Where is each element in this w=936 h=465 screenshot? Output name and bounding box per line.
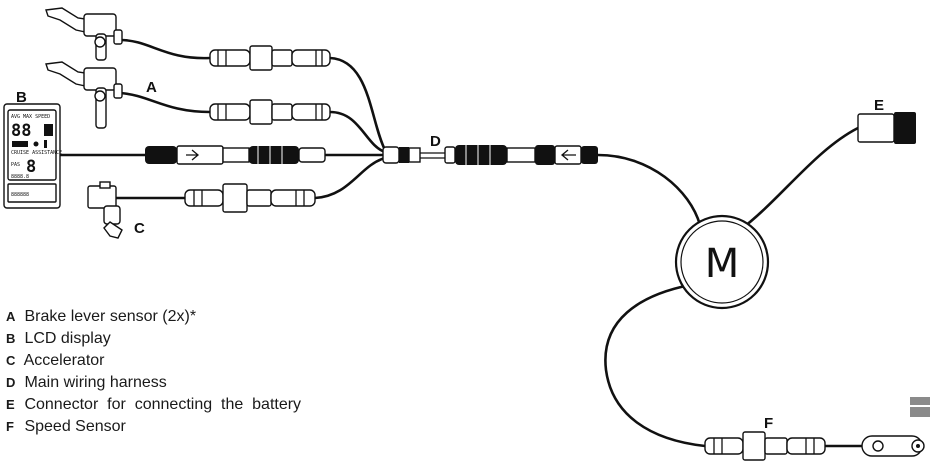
wire-brake-2-hub [328,110,387,154]
legend-text: Brake lever sensor (2x)* [24,308,197,325]
legend-key: B [6,331,16,346]
marker-c: C [134,220,145,237]
legend-item-d: D Main wiring harness [6,372,301,394]
connector-accelerator [184,183,316,213]
wire-battery [738,126,860,232]
motor: M [674,214,770,310]
legend-key: E [6,397,15,412]
wire-brake-1-hub [328,56,387,152]
corner-badge [910,397,930,417]
legend-key: F [6,419,14,434]
display-pas-value: 8 [26,157,36,177]
battery-connector [857,112,916,144]
wire-brake-1-lever [118,38,212,60]
legend-key: D [6,375,16,390]
brake-lever-2 [45,61,123,129]
legend-item-e: E Connector for connecting the battery [6,394,301,416]
connector-display [145,145,326,165]
lcd-display: AVG MAX SPEED 88 CRUISE ASSISTANCE PAS 8… [3,103,62,209]
legend-text: Connector for connecting the battery [24,396,302,413]
speed-sensor-connector [704,431,826,461]
display-trip: 888888 [11,192,29,198]
marker-d: D [430,133,441,150]
motor-label: M [705,241,740,287]
wire-harness-motor [596,153,702,227]
display-speed: 88 [11,121,31,141]
connector-brake-1 [209,45,331,71]
marker-e: E [874,97,884,114]
harness-junction [382,146,421,164]
speed-sensor [861,435,925,457]
marker-a: A [146,79,157,96]
legend: A Brake lever sensor (2x)* B LCD display… [6,306,301,438]
legend-key: C [6,353,16,368]
display-modes: AVG MAX SPEED [11,114,50,120]
display-odo: 8888.8 [11,174,29,180]
legend-key: A [6,309,16,324]
legend-item-f: F Speed Sensor [6,416,301,438]
legend-text: Speed Sensor [24,418,126,435]
legend-text: LCD display [24,330,111,347]
accelerator [87,181,123,239]
wire-harness-link [420,152,445,159]
wire-accelerator-hub [313,156,387,200]
connector-brake-2 [209,99,331,125]
connector-harness [444,145,598,165]
marker-b: B [16,89,27,106]
legend-text: Accelerator [23,352,105,369]
legend-item-a: A Brake lever sensor (2x)* [6,306,301,328]
legend-item-b: B LCD display [6,328,301,350]
legend-text: Main wiring harness [24,374,167,391]
brake-lever-1 [45,7,123,61]
wire-brake-2-lever [118,91,212,114]
wires [58,38,864,448]
wire-motor-sensor [604,283,707,448]
legend-item-c: C Accelerator [6,350,301,372]
display-pas-label: PAS [11,162,20,168]
marker-f: F [764,415,773,432]
display-cruise: CRUISE ASSISTANCE [11,150,62,156]
